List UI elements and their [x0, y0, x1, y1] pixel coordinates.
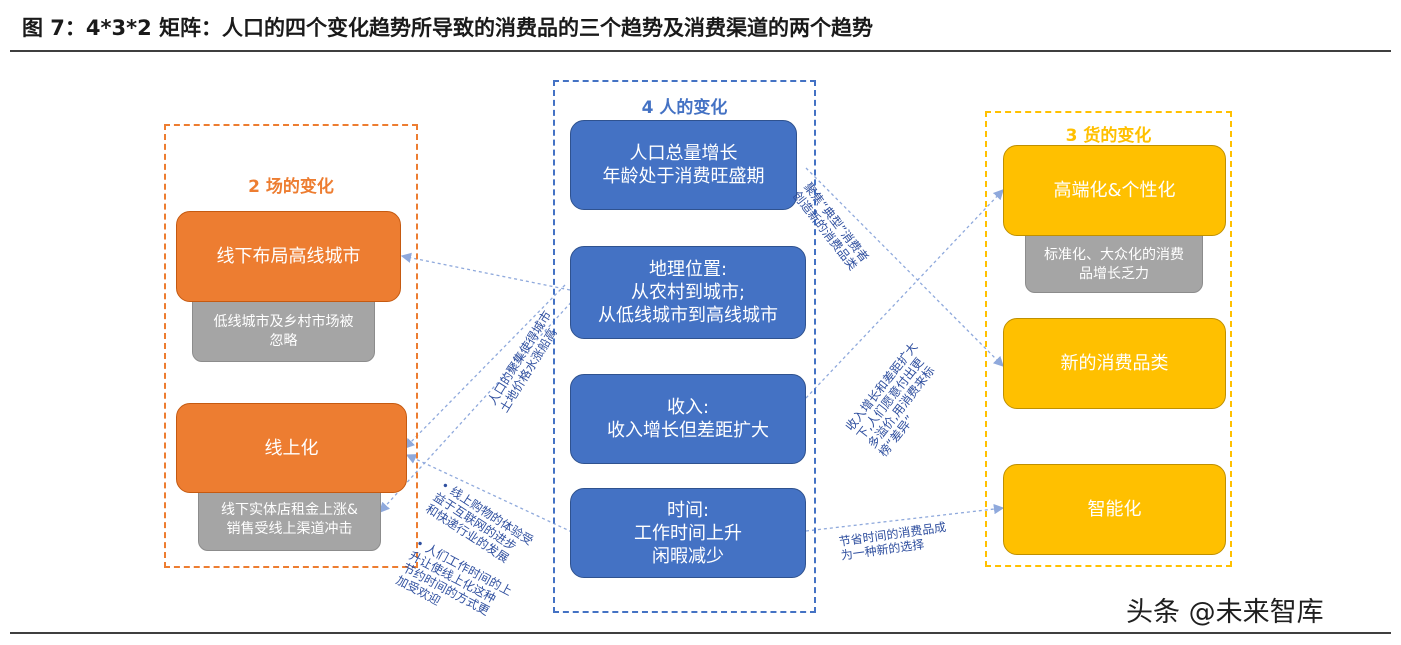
figure-title: 图 7：4*3*2 矩阵：人口的四个变化趋势所导致的消费品的三个趋势及消费渠道的…: [22, 16, 874, 40]
people-item-geography: 地理位置: 从农村到城市; 从低线城市到高线城市: [570, 246, 806, 339]
arrow-geo-to-note: [379, 297, 576, 513]
people-item-population: 人口总量增长 年龄处于消费旺盛期: [570, 120, 797, 210]
people-item-time: 时间: 工作时间上升 闲暇减少: [570, 488, 806, 578]
online-box: 线上化: [176, 403, 407, 493]
bottom-rule: [10, 632, 1391, 634]
goods-item-highend: 高端化&个性化: [1003, 145, 1226, 236]
top-rule: [10, 50, 1391, 52]
arrow-geo-to-offline: [400, 252, 571, 291]
arrow-geo-to-online: [404, 284, 566, 449]
place-panel: [164, 124, 418, 568]
people-item-income: 收入: 收入增长但差距扩大: [570, 374, 806, 464]
people-panel-title: 4 人的变化: [641, 98, 728, 118]
online-note: 线下实体店租金上涨& 销售受线上渠道冲击: [198, 483, 381, 551]
goods-item-smart: 智能化: [1003, 464, 1226, 555]
arrow-pop-to-newcat: [805, 167, 1004, 367]
goods-panel: [985, 111, 1232, 567]
arrow-time-to-online: [405, 454, 573, 533]
offline-box: 线下布局高线城市: [176, 211, 401, 302]
place-panel-title: 2 场的变化: [248, 177, 334, 197]
goods-item-new-category: 新的消费品类: [1003, 318, 1226, 409]
goods-panel-title: 3 货的变化: [1065, 126, 1152, 146]
highend-note: 标准化、大众化的消费 品增长乏力: [1025, 226, 1203, 293]
watermark: 头条 @未来智库: [1126, 597, 1324, 628]
people-panel: [553, 80, 816, 613]
